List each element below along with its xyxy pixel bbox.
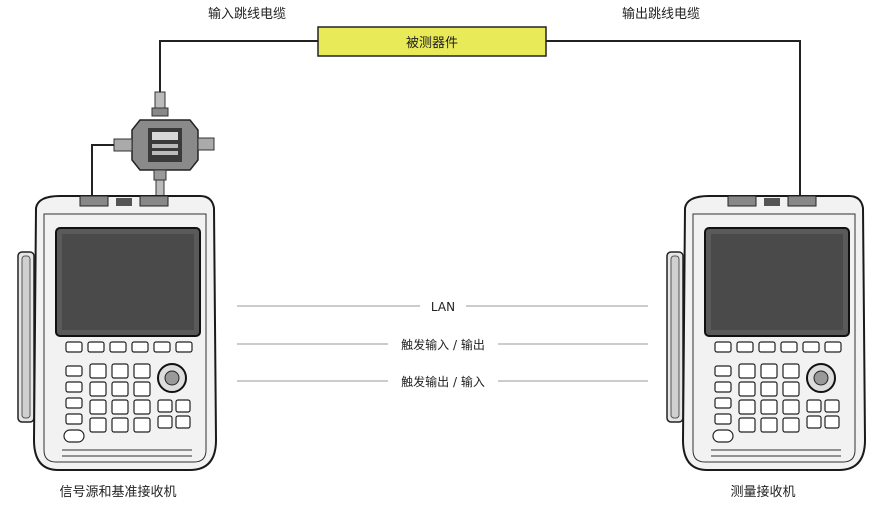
power-splitter [113, 91, 215, 197]
connection-trigger-2-label: 触发输出 / 输入 [401, 374, 485, 389]
connection-lan: LAN [237, 300, 648, 314]
connection-trigger-2: 触发输出 / 输入 [237, 374, 648, 389]
right-device [666, 195, 867, 471]
left-device [17, 195, 218, 471]
left-device-label: 信号源和基准接收机 [59, 484, 176, 500]
input-cable-label: 输入跳线电缆 [208, 6, 286, 22]
connection-trigger-1-label: 触发输入 / 输出 [401, 337, 485, 352]
right-device-label: 测量接收机 [730, 484, 795, 500]
output-cable-label: 输出跳线电缆 [622, 6, 700, 22]
output-cable [546, 40, 801, 196]
connection-lan-label: LAN [431, 300, 455, 314]
splitter-to-port-cable [91, 144, 114, 196]
dut-label: 被测器件 [406, 36, 458, 51]
connection-trigger-1: 触发输入 / 输出 [237, 337, 648, 352]
input-cable [159, 40, 318, 92]
